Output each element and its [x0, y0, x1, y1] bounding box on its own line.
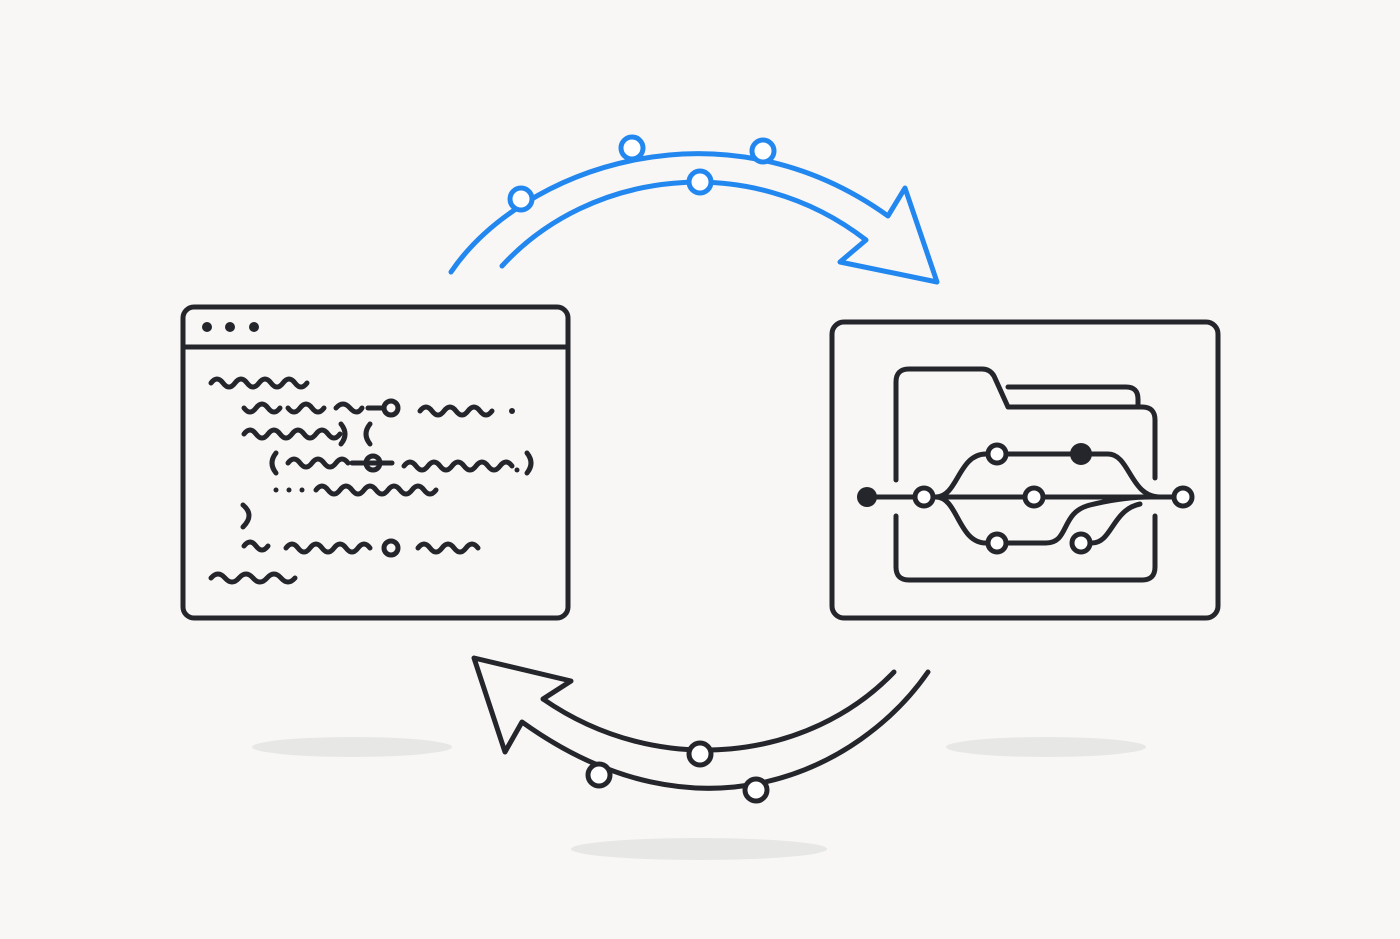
code-squiggle-8: [208, 571, 298, 585]
code-squiggle-2c: [333, 401, 365, 415]
pull-arrow: [471, 655, 931, 804]
code-squiggle-1: [208, 376, 310, 390]
code-ellipsis-3: [299, 487, 305, 493]
graph-node-lower-1: [985, 531, 1009, 555]
graph-lower-branch-2: [1089, 501, 1143, 546]
code-squiggle-2a: [241, 401, 283, 415]
code-squiggle-3: [241, 427, 343, 441]
code-node-4: [363, 453, 383, 473]
editor-shadow: [252, 737, 452, 757]
folder-front-top: [893, 366, 1158, 483]
push-arrow: [448, 134, 940, 285]
code-node-2: [381, 398, 401, 418]
push-arrow-inner-arc: [499, 179, 869, 269]
pull-arrow-outer-arc: [519, 669, 931, 791]
code-dot-4: [514, 467, 520, 473]
graph-node-upper-1: [985, 442, 1009, 466]
graph-upper-branch: [933, 451, 1163, 500]
code-paren-6: [240, 502, 252, 530]
window-dot-2: [225, 322, 235, 332]
code-squiggle-7a: [241, 539, 271, 553]
window-dot-1: [202, 322, 212, 332]
pull-arrow-dot-2: [686, 740, 714, 768]
code-paren-3a: [338, 421, 348, 447]
code-squiggle-2b: [285, 401, 327, 415]
code-ellipsis-1: [273, 487, 279, 493]
folder-front-bottom: [893, 513, 1158, 583]
code-node-7: [381, 538, 401, 558]
code-paren-3b: [363, 421, 373, 447]
graph-end-node: [1171, 485, 1195, 509]
graph-node-lower-2: [1069, 531, 1093, 555]
repo-frame: [829, 319, 1221, 621]
code-squiggle-4b: [401, 459, 515, 473]
push-arrow-head: [837, 185, 940, 285]
repo-shadow: [946, 737, 1146, 757]
graph-node-middle: [1022, 485, 1046, 509]
push-arrow-dot-2: [618, 134, 646, 162]
code-squiggle-7b: [283, 541, 373, 555]
code-squiggle-4a: [285, 456, 351, 470]
pull-arrow-head: [471, 655, 574, 755]
graph-node-upper-2: [1070, 443, 1092, 465]
code-squiggle-2d: [417, 404, 495, 418]
bottom-shadow: [571, 838, 827, 860]
push-arrow-dot-1: [507, 185, 535, 213]
folder-git-branches-icon: [829, 319, 1221, 621]
folder-back: [1005, 384, 1141, 410]
push-arrow-dot-4: [686, 168, 714, 196]
graph-lower-branch: [933, 494, 1153, 546]
window-dot-3: [249, 322, 259, 332]
pull-arrow-dot-1: [585, 761, 613, 789]
code-dot-2: [509, 408, 515, 414]
graph-start-node: [857, 487, 877, 507]
code-ellipsis-2: [286, 487, 292, 493]
code-paren-4b: [524, 450, 534, 476]
code-squiggle-5: [313, 483, 439, 497]
code-paren-4a: [269, 450, 279, 476]
graph-node-merge: [912, 485, 936, 509]
code-window-icon: [180, 304, 571, 621]
pull-arrow-dot-3: [742, 776, 770, 804]
push-arrow-dot-3: [749, 137, 777, 165]
code-squiggle-7c: [415, 541, 481, 555]
pull-arrow-inner-arc: [540, 669, 897, 753]
